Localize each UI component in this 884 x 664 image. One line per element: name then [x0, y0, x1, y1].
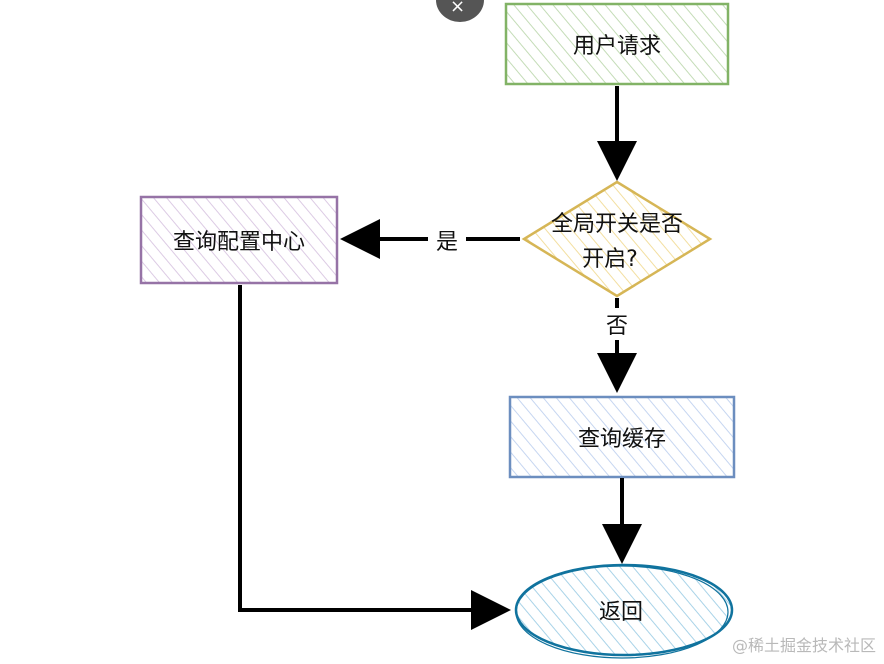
edge-config-to-return	[238, 285, 511, 630]
edge-label-yes-bg	[428, 224, 466, 254]
node-query-cache-label: 查询缓存	[577, 427, 667, 452]
edge-label-yes: 是	[435, 230, 459, 255]
node-global-switch	[521, 180, 713, 298]
node-query-config	[139, 195, 339, 285]
edge-label-no-bg	[602, 308, 632, 340]
edge-label-no: 否	[605, 314, 629, 339]
close-icon: ×	[450, 0, 466, 17]
node-return-sketch-outline	[515, 565, 729, 659]
node-user-request-label: 用户请求	[572, 34, 662, 59]
watermark: @稀土掘金技术社区	[731, 636, 876, 655]
node-global-switch-label-line2: 开启?	[582, 247, 638, 272]
node-query-cache	[508, 395, 736, 479]
close-button[interactable]: ×	[436, 0, 484, 22]
node-global-switch-label-line1: 全局开关是否	[550, 212, 684, 237]
node-return-label: 返回	[598, 600, 644, 625]
node-user-request	[504, 2, 730, 86]
node-query-config-label: 查询配置中心	[172, 230, 306, 255]
